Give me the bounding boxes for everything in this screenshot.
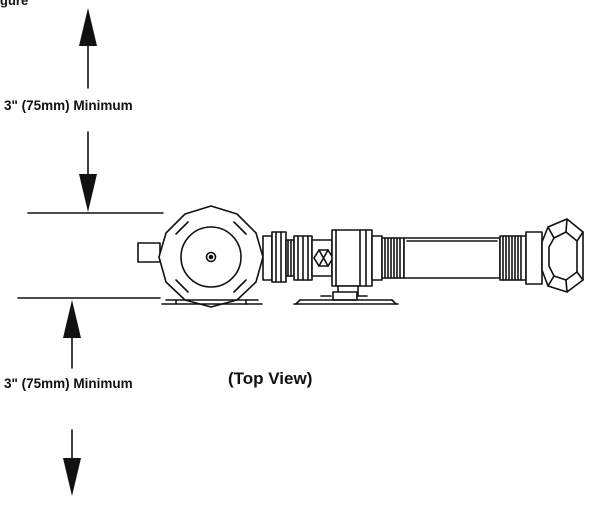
coupling-assembly: [262, 231, 334, 283]
motor-housing: [137, 205, 264, 308]
pipe-threaded-end: [499, 231, 543, 285]
figure-label: gure: [0, 0, 29, 8]
pipe: [403, 237, 501, 279]
top-clearance-arrow: [79, 8, 97, 89]
hex-end-fitting: [541, 218, 584, 293]
threaded-connector: [381, 237, 405, 279]
view-label: (Top View): [228, 369, 313, 388]
top-clearance-label: 3" (75mm) Minimum: [4, 98, 133, 113]
bottom-clearance-label: 3" (75mm) Minimum: [4, 376, 133, 391]
top-clearance-arrow-lower: [79, 131, 97, 212]
bottom-clearance-arrow: [63, 429, 81, 496]
bottom-clearance-arrow-upper: [63, 300, 81, 369]
